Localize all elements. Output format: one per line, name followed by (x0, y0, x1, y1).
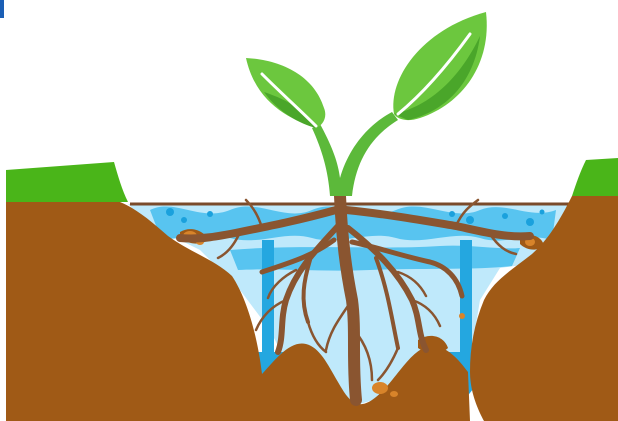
grass-right (572, 158, 618, 196)
seedling-icon (246, 12, 487, 196)
arrow-right-shaft (460, 240, 472, 358)
leaf-left (246, 58, 325, 128)
plant-stem (312, 112, 398, 196)
grass-icon (6, 158, 618, 202)
grass-left (6, 162, 128, 202)
corner-mark (0, 0, 4, 18)
